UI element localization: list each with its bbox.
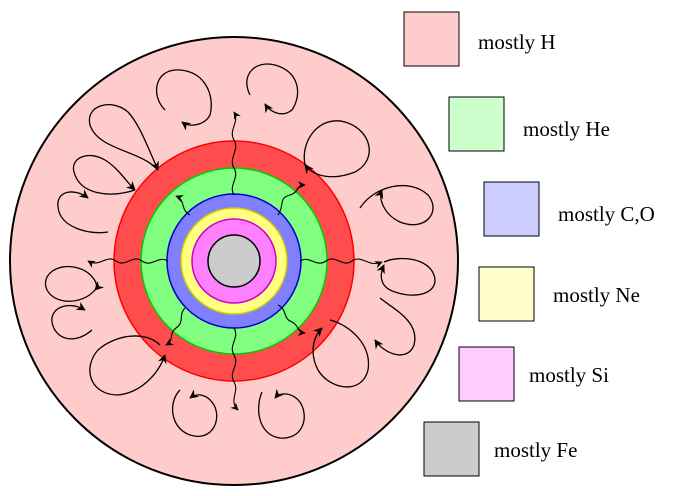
iron-core	[207, 234, 261, 288]
legend: mostly H mostly He mostly C,O mostly Ne …	[403, 11, 655, 477]
wavy-arrow-upper-left	[175, 195, 191, 216]
energy-transport-arrows	[87, 111, 383, 411]
legend-label-co: mostly C,O	[558, 202, 655, 226]
legend-swatch-co	[483, 181, 540, 237]
legend-swatch-fe	[423, 421, 480, 477]
legend-label-fe: mostly Fe	[494, 438, 577, 462]
legend-swatch-si	[458, 346, 515, 402]
convection-loop	[51, 301, 93, 340]
convection-loop	[89, 335, 167, 396]
legend-label-h: mostly H	[478, 30, 556, 54]
convection-loop	[171, 389, 218, 437]
legend-swatch-h	[403, 11, 460, 67]
wavy-arrow-down	[230, 327, 239, 411]
convection-loop	[57, 189, 109, 234]
wavy-arrow-lower-right	[277, 304, 306, 337]
legend-label-si: mostly Si	[529, 363, 609, 387]
convection-loop	[258, 388, 305, 439]
legend-label-ne: mostly Ne	[553, 283, 640, 307]
star-cross-section	[9, 36, 459, 486]
convection-loop	[72, 155, 136, 195]
legend-swatch-he	[448, 96, 505, 152]
convection-loop	[374, 297, 416, 356]
convection-loop	[359, 184, 434, 226]
legend-swatch-ne	[478, 266, 535, 322]
wavy-arrow-upper-right	[277, 181, 306, 216]
wavy-arrow-left	[87, 258, 169, 268]
legend-label-he: mostly He	[523, 117, 610, 141]
convection-loop	[303, 120, 370, 178]
wavy-arrow-lower-left	[165, 307, 186, 346]
convection-loop	[44, 265, 105, 302]
convection-loop	[88, 104, 159, 171]
convection-loop	[312, 319, 370, 388]
convection-loop	[376, 257, 436, 296]
wavy-arrow-right	[299, 258, 383, 269]
convection-loops	[44, 63, 436, 439]
convection-loop	[246, 63, 299, 115]
wavy-arrow-up	[231, 111, 241, 196]
convection-loop	[156, 69, 212, 131]
